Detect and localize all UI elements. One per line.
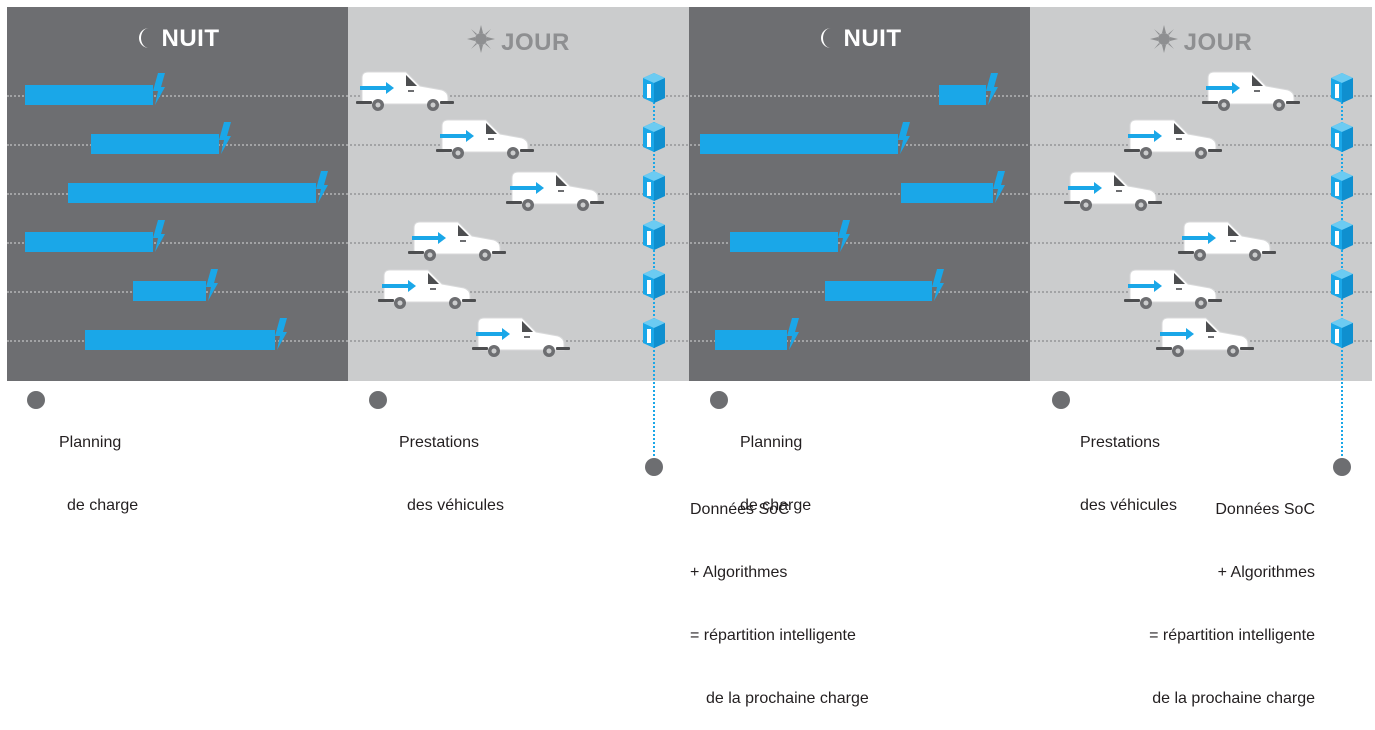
charging-cube-icon (643, 73, 665, 103)
charge-bar (901, 183, 993, 203)
sun-icon (467, 25, 496, 53)
charging-cube-icon (1331, 73, 1353, 103)
row-line (7, 193, 1372, 195)
lightning-bolt-icon (932, 269, 944, 301)
van-icon (1178, 218, 1276, 263)
soc-bullet (645, 458, 663, 476)
van-icon (1124, 116, 1222, 161)
day-title-2: JOUR (1030, 25, 1372, 57)
night-title-1: NUIT (7, 25, 348, 53)
van-icon (472, 314, 570, 359)
legend-prestations-1: Prestations des véhicules (399, 434, 504, 514)
charge-bar (700, 134, 898, 154)
charging-cube-icon (643, 269, 665, 299)
lightning-bolt-icon (898, 122, 910, 154)
charge-bar (25, 232, 153, 252)
charging-cube-icon (1331, 269, 1353, 299)
legend-bullet (710, 391, 728, 409)
legend-bullet (1052, 391, 1070, 409)
charging-cube-icon (643, 171, 665, 201)
van-icon (356, 68, 454, 113)
van-icon (1064, 168, 1162, 213)
night-title-2: NUIT (689, 25, 1030, 53)
lightning-bolt-icon (993, 171, 1005, 203)
charge-bar (939, 85, 986, 105)
lightning-bolt-icon (153, 220, 165, 252)
van-icon (408, 218, 506, 263)
legend-planning-2: Planning de charge (740, 434, 812, 514)
charge-bar (133, 281, 206, 301)
row-line (7, 291, 1372, 293)
van-icon (1202, 68, 1300, 113)
charge-bar (85, 330, 275, 350)
charging-cube-icon (643, 318, 665, 348)
charge-bar (715, 330, 787, 350)
moon-icon (138, 28, 149, 48)
charge-bar (91, 134, 219, 154)
lightning-bolt-icon (316, 171, 328, 203)
charging-cube-icon (1331, 318, 1353, 348)
row-line (7, 242, 1372, 244)
charging-cube-icon (643, 122, 665, 152)
soc-bullet (1333, 458, 1351, 476)
van-icon (378, 266, 476, 311)
row-line (7, 144, 1372, 146)
van-icon (436, 116, 534, 161)
charging-cube-icon (1331, 171, 1353, 201)
sun-icon (1149, 25, 1178, 53)
soc-note-left: Données SoC + Algorithmes = répartition … (690, 501, 869, 707)
charge-bar (825, 281, 932, 301)
lightning-bolt-icon (206, 269, 218, 301)
lightning-bolt-icon (153, 73, 165, 105)
lightning-bolt-icon (219, 122, 231, 154)
charging-cube-icon (643, 220, 665, 250)
moon-icon (820, 28, 831, 48)
lightning-bolt-icon (787, 318, 799, 350)
lightning-bolt-icon (275, 318, 287, 350)
charging-cube-icon (1331, 122, 1353, 152)
legend-prestations-2: Prestations des véhicules (1080, 434, 1177, 514)
lightning-bolt-icon (986, 73, 998, 105)
van-icon (506, 168, 604, 213)
legend-bullet (27, 391, 45, 409)
legend-planning-1: Planning de charge (59, 434, 139, 514)
day-title-1: JOUR (348, 25, 689, 57)
van-icon (1124, 266, 1222, 311)
charging-cube-icon (1331, 220, 1353, 250)
van-icon (1156, 314, 1254, 359)
row-line (7, 340, 1372, 342)
charge-bar (730, 232, 838, 252)
lightning-bolt-icon (838, 220, 850, 252)
legend-bullet (369, 391, 387, 409)
row-line (7, 95, 1372, 97)
charge-bar (68, 183, 316, 203)
charge-bar (25, 85, 153, 105)
soc-note-right: Données SoC + Algorithmes = répartition … (1149, 501, 1315, 707)
